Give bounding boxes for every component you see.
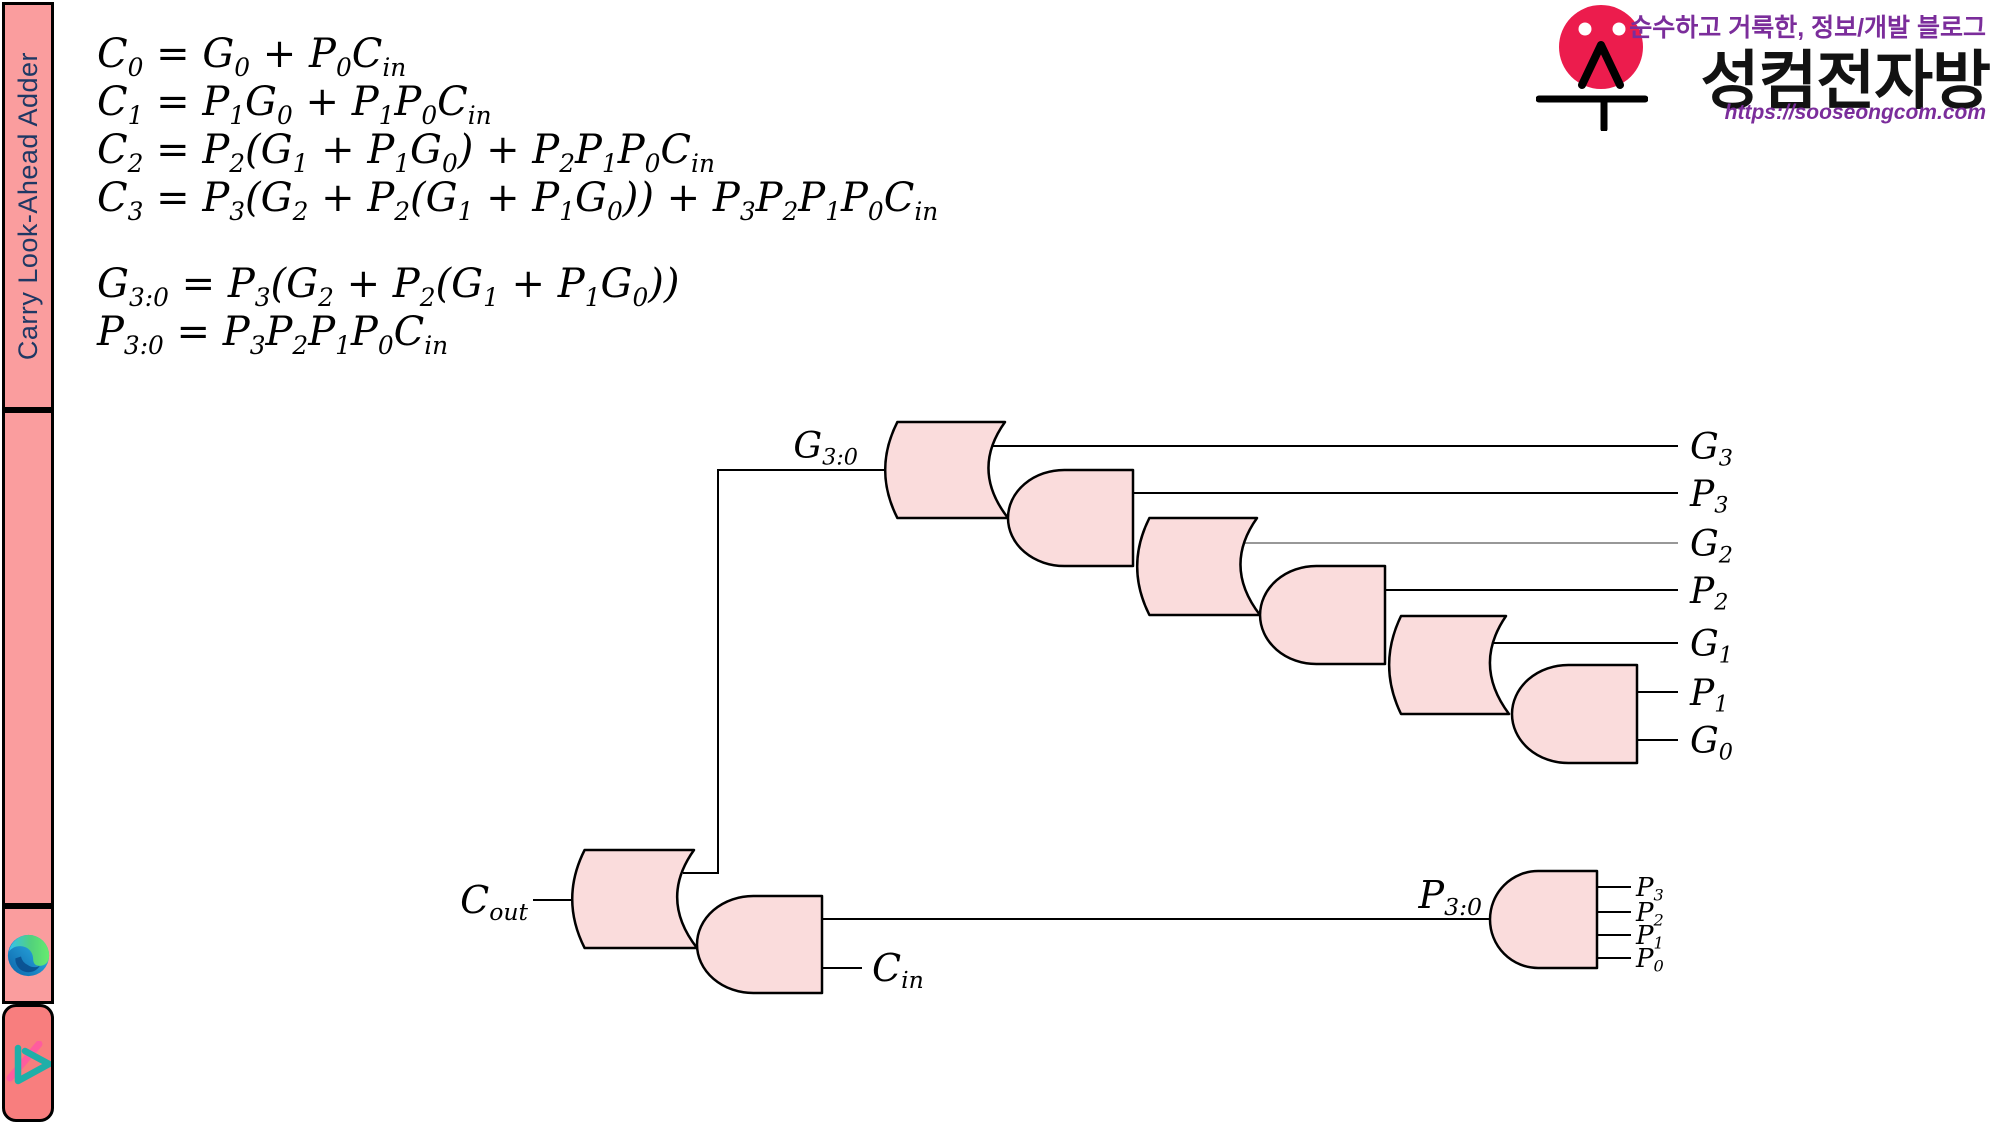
label-cin: Cin bbox=[872, 946, 924, 994]
label-p30-in3: P3 bbox=[1635, 873, 1664, 905]
label-p30-in2: P2 bbox=[1635, 898, 1664, 930]
equation-line-3: C3 = P3(G2 + P2(G1 + P1G0)) + P3P2P1P0Ci… bbox=[97, 175, 939, 226]
and-gate-p30 bbox=[1488, 869, 1599, 970]
label-g3: G3 bbox=[1690, 427, 1733, 471]
equation-line-1: C1 = P1G0 + P1P0Cin bbox=[97, 79, 492, 130]
edge-browser-icon[interactable] bbox=[6, 933, 51, 978]
label-p3: P3 bbox=[1689, 474, 1728, 518]
wire-g30-to-cout bbox=[683, 469, 900, 874]
logo-title: 성컴전자방 bbox=[1700, 45, 1991, 117]
logo-tagline: 순수하고 거룩한, 정보/개발 블로그 bbox=[1629, 14, 1986, 42]
equation-line-0: C0 = G0 + P0Cin bbox=[97, 31, 407, 82]
label-p1: P1 bbox=[1689, 673, 1728, 717]
equation-line-6: P3:0 = P3P2P1P0Cin bbox=[97, 309, 449, 360]
label-p2: P2 bbox=[1689, 571, 1728, 615]
label-cout: Cout bbox=[460, 878, 528, 926]
play-logo-icon[interactable] bbox=[5, 1041, 51, 1085]
label-g1: G1 bbox=[1690, 624, 1733, 668]
label-p30-in0: P0 bbox=[1635, 944, 1664, 976]
or-gate-g3-term bbox=[884, 420, 1010, 520]
logo-url: https://sooseongcom.com bbox=[1724, 101, 1986, 124]
label-p30-in1: P1 bbox=[1635, 921, 1664, 953]
sidebar-play-panel bbox=[2, 1004, 54, 1122]
and-gate-p3 bbox=[1006, 468, 1135, 568]
mascot-face-icon bbox=[1536, 5, 1648, 131]
label-p30: P3:0 bbox=[1418, 873, 1482, 921]
label-g0: G0 bbox=[1690, 721, 1733, 765]
and-gate-p30-cin bbox=[695, 894, 824, 995]
sidebar-title-panel: Carry Look-Ahead Adder bbox=[2, 2, 54, 410]
or-gate-g1-term bbox=[1387, 614, 1511, 716]
label-g2: G2 bbox=[1690, 524, 1733, 568]
or-gate-cout bbox=[571, 848, 699, 950]
or-gate-g2-term bbox=[1136, 516, 1262, 617]
equation-line-2: C2 = P2(G1 + P1G0) + P2P1P0Cin bbox=[97, 127, 715, 178]
equation-line-5: G3:0 = P3(G2 + P2(G1 + P1G0)) bbox=[97, 261, 680, 312]
and-gate-p1g0 bbox=[1510, 663, 1639, 765]
label-g30: G3:0 bbox=[793, 426, 858, 470]
and-gate-p2 bbox=[1258, 564, 1387, 666]
sidebar-blank-panel bbox=[2, 410, 54, 906]
sidebar-edge-panel bbox=[2, 906, 54, 1004]
